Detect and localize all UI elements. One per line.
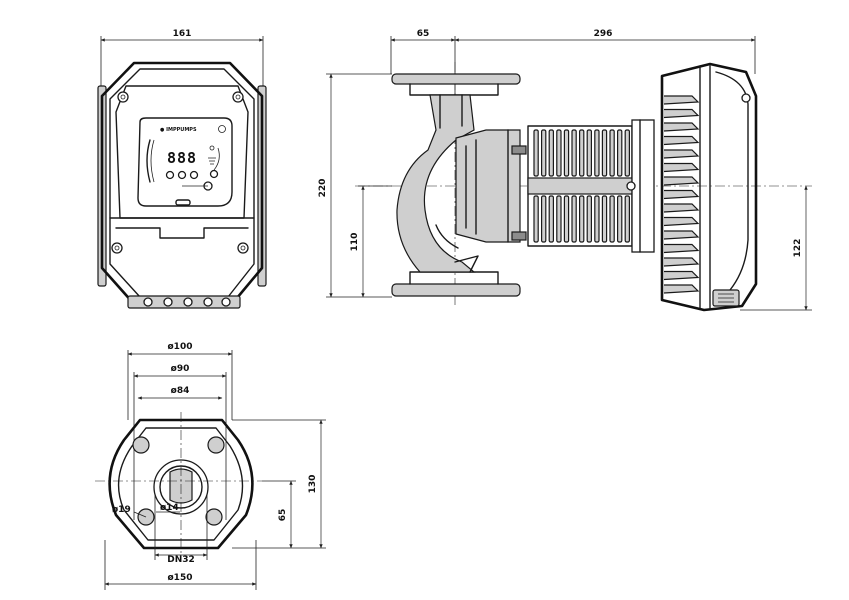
flange-body	[108, 418, 254, 550]
cooling-rib	[594, 129, 600, 177]
box-fin	[663, 95, 700, 105]
plus-button-icon	[189, 170, 199, 180]
box-fin	[663, 162, 700, 173]
flange-view: ø100 ø90 ø84 ø19 ø14 DN32	[95, 342, 326, 590]
cooling-rib	[578, 195, 585, 243]
cooling-rib	[624, 129, 631, 177]
box-fin	[663, 203, 700, 213]
screw-icon	[741, 93, 751, 103]
dim-axis-110: 110	[350, 233, 360, 252]
display-digits: 888	[167, 149, 197, 167]
cooling-rib	[556, 195, 562, 243]
box-fin	[663, 189, 700, 200]
box-fin	[663, 122, 700, 132]
front-view: 161 ● IMPPUMPS 888	[97, 29, 267, 309]
control-box-side	[660, 62, 758, 312]
cooling-rib	[609, 129, 615, 177]
bottom-flange	[391, 283, 521, 297]
dim-d90: ø90	[171, 364, 190, 374]
box-fin	[663, 230, 700, 240]
cooling-rib	[533, 129, 539, 177]
dim-d84: ø84	[171, 386, 190, 396]
box-fin	[663, 270, 700, 281]
cooling-rib	[624, 195, 631, 243]
cooling-rib	[586, 129, 593, 177]
cooling-rib	[556, 129, 562, 177]
dim-65: 65	[278, 509, 288, 522]
dim-bore-d14: ø14	[160, 503, 179, 513]
dim-dn32: DN32	[167, 555, 195, 565]
screw-icon	[237, 242, 249, 254]
pump-housing	[396, 94, 476, 273]
cooling-rib	[548, 195, 555, 243]
box-fin	[663, 135, 700, 146]
cooling-rib	[586, 195, 593, 243]
box-fin	[663, 243, 700, 254]
screw-icon	[232, 91, 244, 103]
cooling-rib	[563, 129, 570, 177]
motor-adapter	[455, 129, 521, 243]
dim-d150: ø150	[168, 573, 193, 583]
mode-button-icon	[165, 170, 175, 180]
box-fin	[663, 149, 700, 159]
minus-button-icon	[177, 170, 187, 180]
cooling-rib	[540, 129, 547, 177]
cooling-rib	[571, 195, 577, 243]
display-window	[137, 117, 233, 207]
cooling-rib	[601, 195, 608, 243]
top-flange	[391, 73, 521, 85]
dim-d100: ø100	[168, 342, 193, 352]
dim-motor-296: 296	[594, 29, 613, 39]
dim-right-122: 122	[793, 239, 803, 258]
dim-hole-d19: ø19	[112, 505, 131, 515]
cooling-rib	[616, 195, 623, 243]
cooling-rib	[601, 129, 608, 177]
cooling-rib	[563, 195, 570, 243]
dim-height-220: 220	[318, 179, 328, 198]
cooling-rib	[533, 195, 539, 243]
cooling-rib	[594, 195, 600, 243]
screw-icon	[111, 242, 123, 254]
cooling-rib	[540, 195, 547, 243]
box-fin	[663, 257, 700, 267]
box-fin	[663, 284, 700, 294]
cooling-rib	[616, 129, 623, 177]
settings-button-icon	[209, 169, 219, 179]
screw-icon	[117, 91, 129, 103]
cooling-ribs	[533, 129, 631, 243]
bolt-hole	[207, 436, 225, 454]
bolt-hole	[205, 508, 223, 526]
box-fins	[663, 95, 700, 294]
dim-inlet-65: 65	[417, 29, 430, 39]
cooling-rib	[578, 129, 585, 177]
brand-logo: ● IMPPUMPS	[160, 127, 197, 133]
box-fin	[663, 108, 700, 119]
cooling-rib	[571, 129, 577, 177]
bolt-hole	[132, 436, 150, 454]
cooling-rib	[609, 195, 615, 243]
side-view: 65 296 220 110 122	[318, 29, 812, 312]
cooling-rib	[548, 129, 555, 177]
box-fin	[663, 216, 700, 227]
box-fin	[663, 176, 700, 186]
dim-width-161: 161	[173, 29, 192, 39]
dim-130: 130	[308, 475, 318, 494]
